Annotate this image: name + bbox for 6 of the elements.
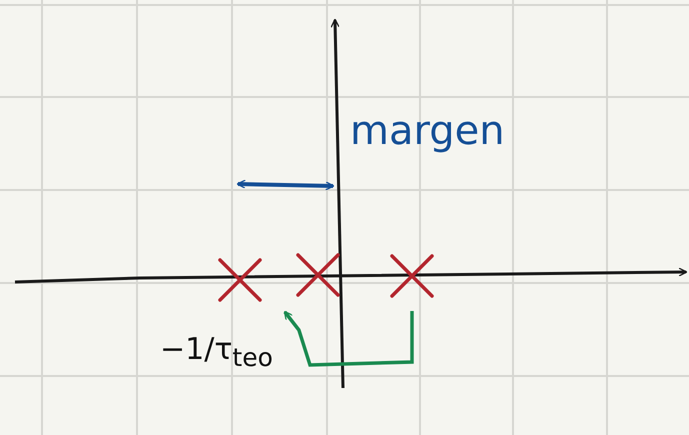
pole-position-label: −1/τ$_{teo}$ [160,332,273,372]
pole-cross-mark [296,253,340,297]
pole-cross-mark [390,254,434,298]
pole-cross-mark [218,258,262,302]
margin-label: margen [350,108,505,154]
arrow [284,310,414,367]
